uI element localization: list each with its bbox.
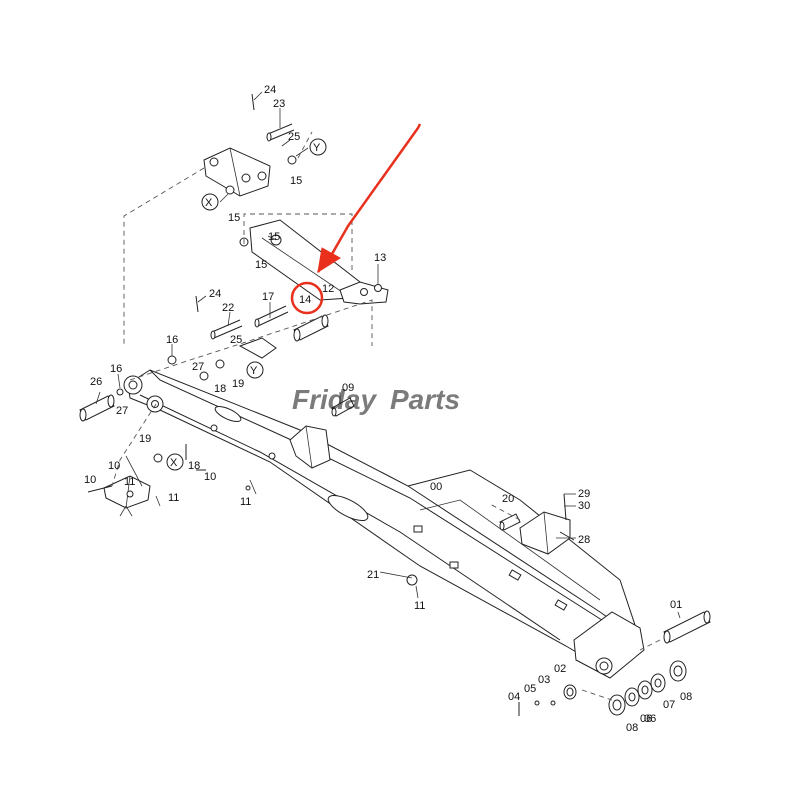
- callout-11-e: 11: [414, 600, 425, 612]
- highlight-arrow: [317, 123, 422, 273]
- callout-08-b-visible: 08: [626, 722, 638, 734]
- callout-10-c: 10: [204, 471, 216, 483]
- callout-15-a: 15: [290, 175, 302, 187]
- highlight-marker: [290, 123, 422, 315]
- callout-22: 22: [222, 302, 234, 314]
- highlight-circle: [290, 281, 324, 315]
- arm-body: [123, 369, 645, 679]
- callout-21: 21: [367, 569, 379, 581]
- callout-28: 28: [578, 534, 590, 546]
- callout-15-b: 15: [228, 212, 240, 224]
- leader-lines: [95, 91, 681, 619]
- callout-23: 23: [273, 98, 285, 110]
- callout-labels: 24 23 25 15 15 15 15 13 12 14 24 22 17 1…: [84, 84, 692, 734]
- pin-09: [331, 397, 355, 417]
- callout-09: 09: [342, 382, 354, 394]
- callout-17: 17: [262, 291, 274, 303]
- callout-29: 29: [578, 488, 590, 500]
- watermark-logo: Friday Parts: [292, 384, 460, 415]
- callout-18-b: 18: [188, 460, 200, 472]
- marker-y-top: Y: [313, 142, 321, 154]
- callout-16-a: 16: [166, 334, 178, 346]
- callout-06-b: 06: [640, 713, 652, 725]
- callout-19-b: 19: [139, 433, 151, 445]
- callout-12: 12: [322, 283, 334, 295]
- callout-04: 04: [508, 691, 520, 703]
- callout-00: 00: [430, 481, 442, 493]
- callout-07: 07: [663, 699, 675, 711]
- callout-08-a: 08: [680, 691, 692, 703]
- marker-y-mid: Y: [250, 365, 258, 377]
- callout-13: 13: [374, 252, 386, 264]
- callout-11-b: 11: [168, 492, 179, 504]
- watermark-word-2: Parts: [390, 384, 460, 415]
- callout-11-c: 11: [240, 496, 251, 508]
- callout-10-a: 10: [108, 460, 120, 472]
- callout-02: 02: [554, 663, 566, 675]
- end-pin-group: [415, 585, 711, 716]
- callout-15-d: 15: [255, 259, 267, 271]
- callout-19-a: 19: [232, 378, 244, 390]
- left-pin-group: [79, 388, 124, 422]
- marker-x-mid: X: [170, 457, 178, 469]
- callout-27-a: 27: [192, 361, 204, 373]
- callout-11-a: 11: [124, 476, 135, 488]
- callout-18-a: 18: [214, 383, 226, 395]
- callout-14: 14: [299, 294, 311, 306]
- callout-27-b: 27: [116, 405, 128, 417]
- callout-06-a: 06: [644, 713, 656, 725]
- highlight-arrow-head: [317, 247, 341, 274]
- callout-05: 05: [524, 683, 536, 695]
- callout-25-top: 25: [288, 131, 300, 143]
- link-assembly: [249, 219, 389, 305]
- assembly-lines: [111, 131, 661, 701]
- marker-x-top: X: [205, 197, 213, 209]
- callout-15-c: 15: [268, 231, 280, 243]
- callout-10-b: 10: [84, 474, 96, 486]
- pin-group: [167, 295, 329, 381]
- callout-24-mid: 24: [209, 288, 221, 300]
- callout-24-top: 24: [264, 84, 276, 96]
- reference-markers: Y X Y X: [166, 138, 327, 471]
- callout-26: 26: [90, 376, 102, 388]
- lower-bracket-assembly: [87, 444, 257, 517]
- bracket-28: [499, 493, 575, 555]
- callout-25-mid: 25: [230, 334, 242, 346]
- watermark-word-1: Friday: [292, 384, 377, 415]
- callout-01: 01: [670, 599, 682, 611]
- callout-20: 20: [502, 493, 514, 505]
- callout-16-b: 16: [110, 363, 122, 375]
- callout-30: 30: [578, 500, 590, 512]
- callout-03: 03: [538, 674, 550, 686]
